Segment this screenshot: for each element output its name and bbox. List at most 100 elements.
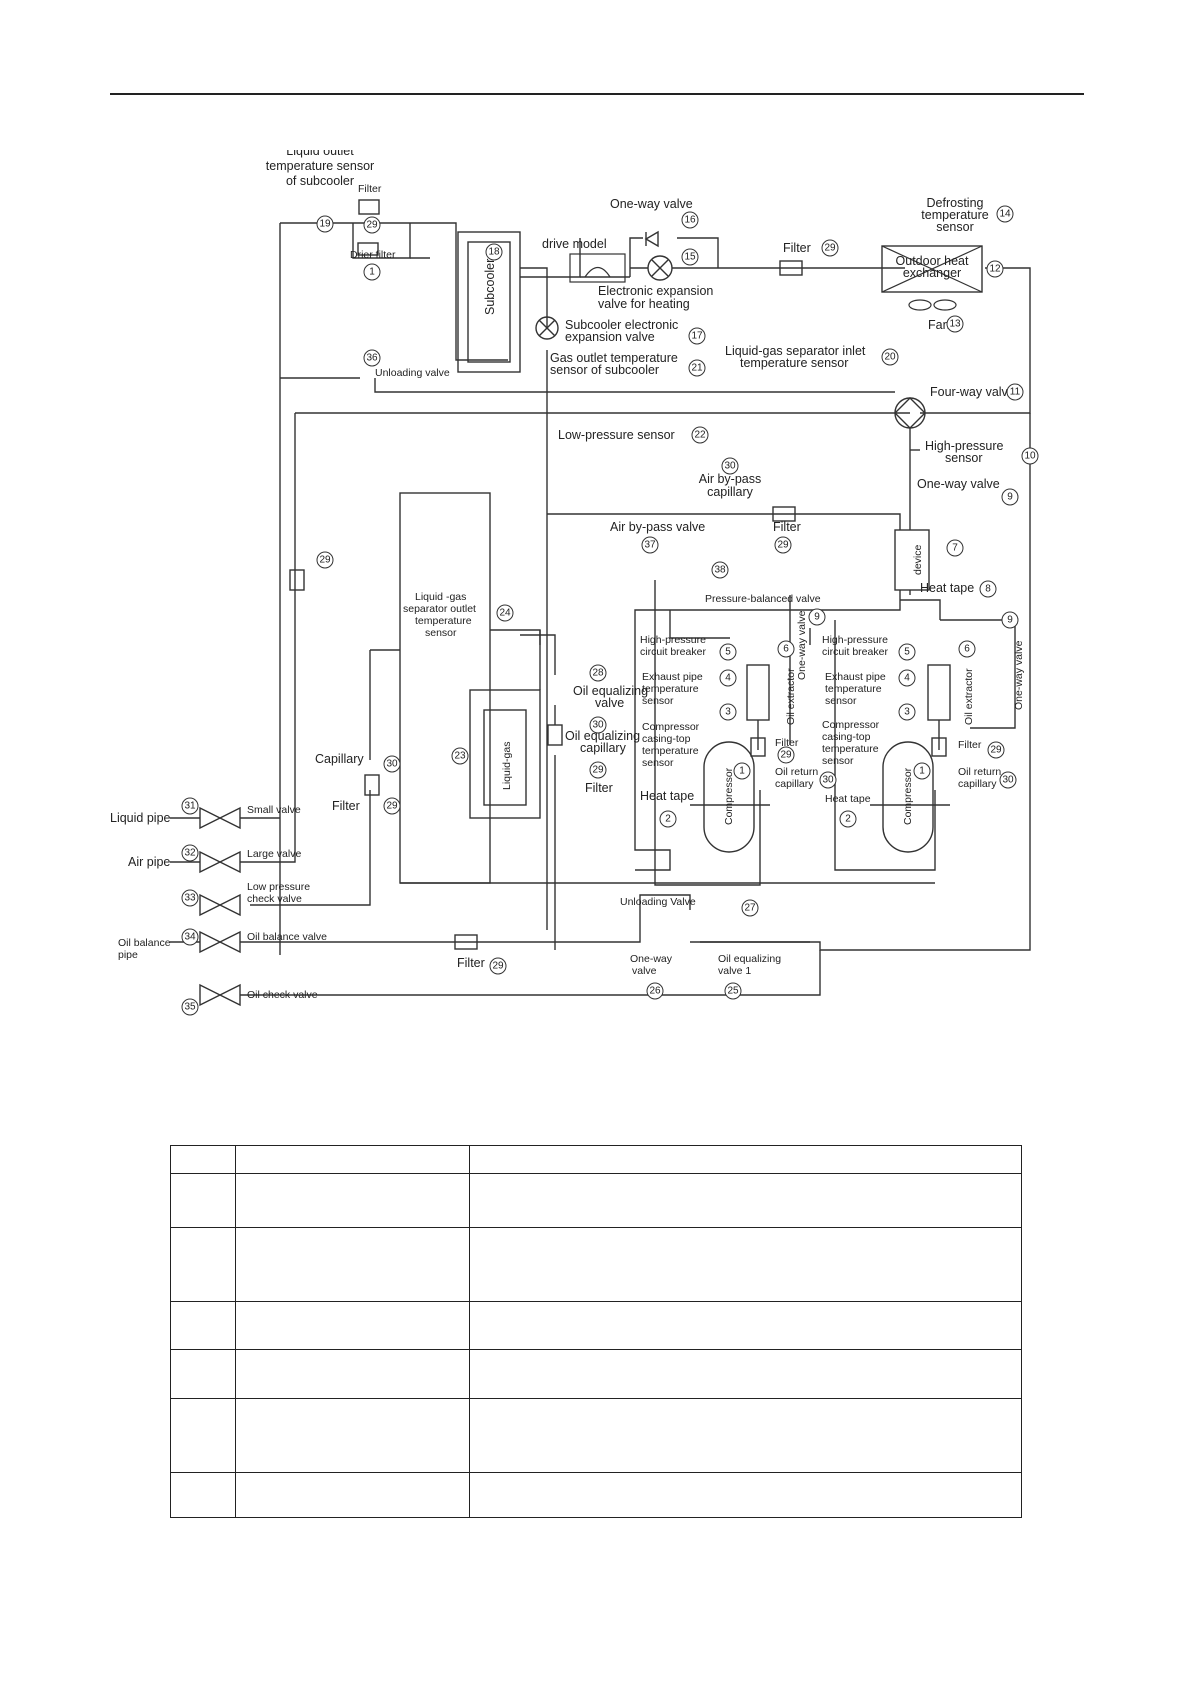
small-valve-label: Small valve (247, 804, 301, 816)
filters (289, 199, 947, 950)
callout-22: 22 (691, 426, 709, 444)
hp-breaker-label-right-2: circuit breaker (822, 646, 888, 658)
compressors (690, 741, 950, 853)
svg-text:5: 5 (725, 647, 731, 658)
liquid-gas-separator-label: Liquid-gas (501, 742, 513, 790)
svg-text:32: 32 (184, 848, 196, 859)
svg-text:24: 24 (499, 608, 511, 619)
svg-text:26: 26 (649, 986, 661, 997)
callout-29: 29 (363, 216, 381, 234)
liquid-pipe-label: Liquid pipe (110, 811, 171, 825)
svg-text:17: 17 (691, 331, 703, 342)
svg-text:28: 28 (592, 668, 604, 679)
callout-7: 7 (946, 539, 964, 557)
callout-23: 23 (451, 747, 469, 765)
svg-text:25: 25 (727, 986, 739, 997)
svg-text:21: 21 (691, 363, 703, 374)
callout-17: 17 (688, 327, 706, 345)
callout-37: 37 (641, 536, 659, 554)
four-way-valve-label: Four-way valve (930, 385, 1015, 399)
pipe-network (170, 222, 1031, 996)
high-pressure-sensor-label-2: sensor (945, 451, 983, 465)
callout-30d: 30 (999, 771, 1017, 789)
callout-13: 13 (946, 315, 964, 333)
svg-text:38: 38 (714, 565, 726, 576)
svg-text:30: 30 (724, 461, 736, 472)
oil-equalizing-capillary-label-2: capillary (580, 741, 627, 755)
svg-text:31: 31 (184, 801, 196, 812)
heat-tape-label-top: Heat tape (920, 581, 974, 595)
exhaust-sensor-label-left-1: Exhaust pipe (642, 671, 703, 683)
casing-sensor-label-right-2: casing-top (822, 731, 871, 743)
callout-20: 20 (881, 348, 899, 366)
svg-text:9: 9 (1007, 615, 1013, 626)
high-pressure-sensor-label-1: High-pressure (925, 439, 1004, 453)
service-valves (199, 806, 241, 1007)
subcooler-eev-symbol (535, 316, 559, 340)
callout-28: 28 (589, 664, 607, 682)
defrost-sensor-label-2: temperature (921, 208, 988, 222)
lgs-outlet-sensor-label-1: Liquid -gas (415, 591, 466, 603)
one-way-valve-bottom-label-1: One-way (630, 953, 673, 965)
hp-breaker-label-left-2: circuit breaker (640, 646, 706, 658)
svg-text:6: 6 (783, 644, 789, 655)
exhaust-sensor-label-right-2: temperature (825, 683, 882, 695)
callout-1b: 1 (733, 762, 751, 780)
one-way-valve-right-label: One-way valve (1013, 640, 1025, 710)
large-valve-label: Large valve (247, 848, 301, 860)
oil-balance-pipe-label-2: pipe (118, 949, 138, 961)
callout-30b: 30 (589, 716, 607, 734)
one-way-valve-label: One-way valve (610, 197, 693, 211)
table-row (170, 1301, 1022, 1350)
svg-text:30: 30 (822, 775, 834, 786)
callout-30e: 30 (383, 755, 401, 773)
unloading-valve-label: Unloading valve (375, 367, 450, 379)
svg-text:29: 29 (319, 555, 331, 566)
liquid-outlet-sensor-label-2: temperature sensor (266, 159, 374, 173)
callout-4b: 4 (898, 669, 916, 687)
casing-sensor-label-left-3: temperature (642, 745, 699, 757)
callout-14: 14 (996, 205, 1014, 223)
svg-text:5: 5 (904, 647, 910, 658)
callout-29h: 29 (383, 797, 401, 815)
exhaust-sensor-label-left-3: sensor (642, 695, 674, 707)
svg-text:29: 29 (780, 750, 792, 761)
svg-text:29: 29 (366, 220, 378, 231)
svg-text:33: 33 (184, 893, 196, 904)
svg-text:18: 18 (488, 247, 500, 258)
exhaust-sensor-label-right-3: sensor (825, 695, 857, 707)
air-bypass-capillary-label-1: Air by-pass (699, 472, 762, 486)
oil-equalizing-capillary-label-1: Oil equalizing (565, 729, 640, 743)
outdoor-hx-label-2: exchanger (903, 266, 961, 280)
callout-27: 27 (741, 899, 759, 917)
gas-outlet-sensor-label-2: sensor of subcooler (550, 363, 659, 377)
callout-30c: 30 (819, 771, 837, 789)
oil-return-label-left-1: Oil return (775, 766, 818, 778)
fan-label: Fan (928, 318, 950, 332)
casing-sensor-label-right-1: Compressor (822, 719, 880, 731)
callout-3b: 3 (898, 703, 916, 721)
pressure-balanced-valve-label: Pressure-balanced valve (705, 593, 821, 605)
svg-text:29: 29 (492, 961, 504, 972)
svg-text:30: 30 (1002, 775, 1014, 786)
svg-text:4: 4 (725, 673, 731, 684)
heat-tape-label-left: Heat tape (640, 789, 694, 803)
table-row (170, 1349, 1022, 1399)
unloading-valve-2-label: Unloading Valve (620, 896, 696, 908)
filter-label-right-comp: Filter (958, 739, 982, 751)
callout-29g: 29 (987, 741, 1005, 759)
callout-29d: 29 (316, 551, 334, 569)
callout-21: 21 (688, 359, 706, 377)
gas-outlet-sensor-label-1: Gas outlet temperature (550, 351, 678, 365)
svg-text:37: 37 (644, 540, 656, 551)
lgs-inlet-sensor-label-2: temperature sensor (740, 356, 848, 370)
svg-text:11: 11 (1010, 387, 1021, 398)
svg-text:15: 15 (684, 252, 696, 263)
casing-sensor-label-right-4: sensor (822, 755, 854, 767)
oil-equalizing-valve-1-label-2: valve 1 (718, 965, 751, 977)
subcooler-eev-label-2: expansion valve (565, 330, 655, 344)
number-callouts: 19 29 1 16 15 29 14 12 13 18 17 21 20 36… (181, 205, 1039, 1016)
lgs-outlet-sensor-label-3: temperature (415, 615, 472, 627)
callout-10: 10 (1021, 447, 1039, 465)
header-rule (110, 93, 1084, 95)
